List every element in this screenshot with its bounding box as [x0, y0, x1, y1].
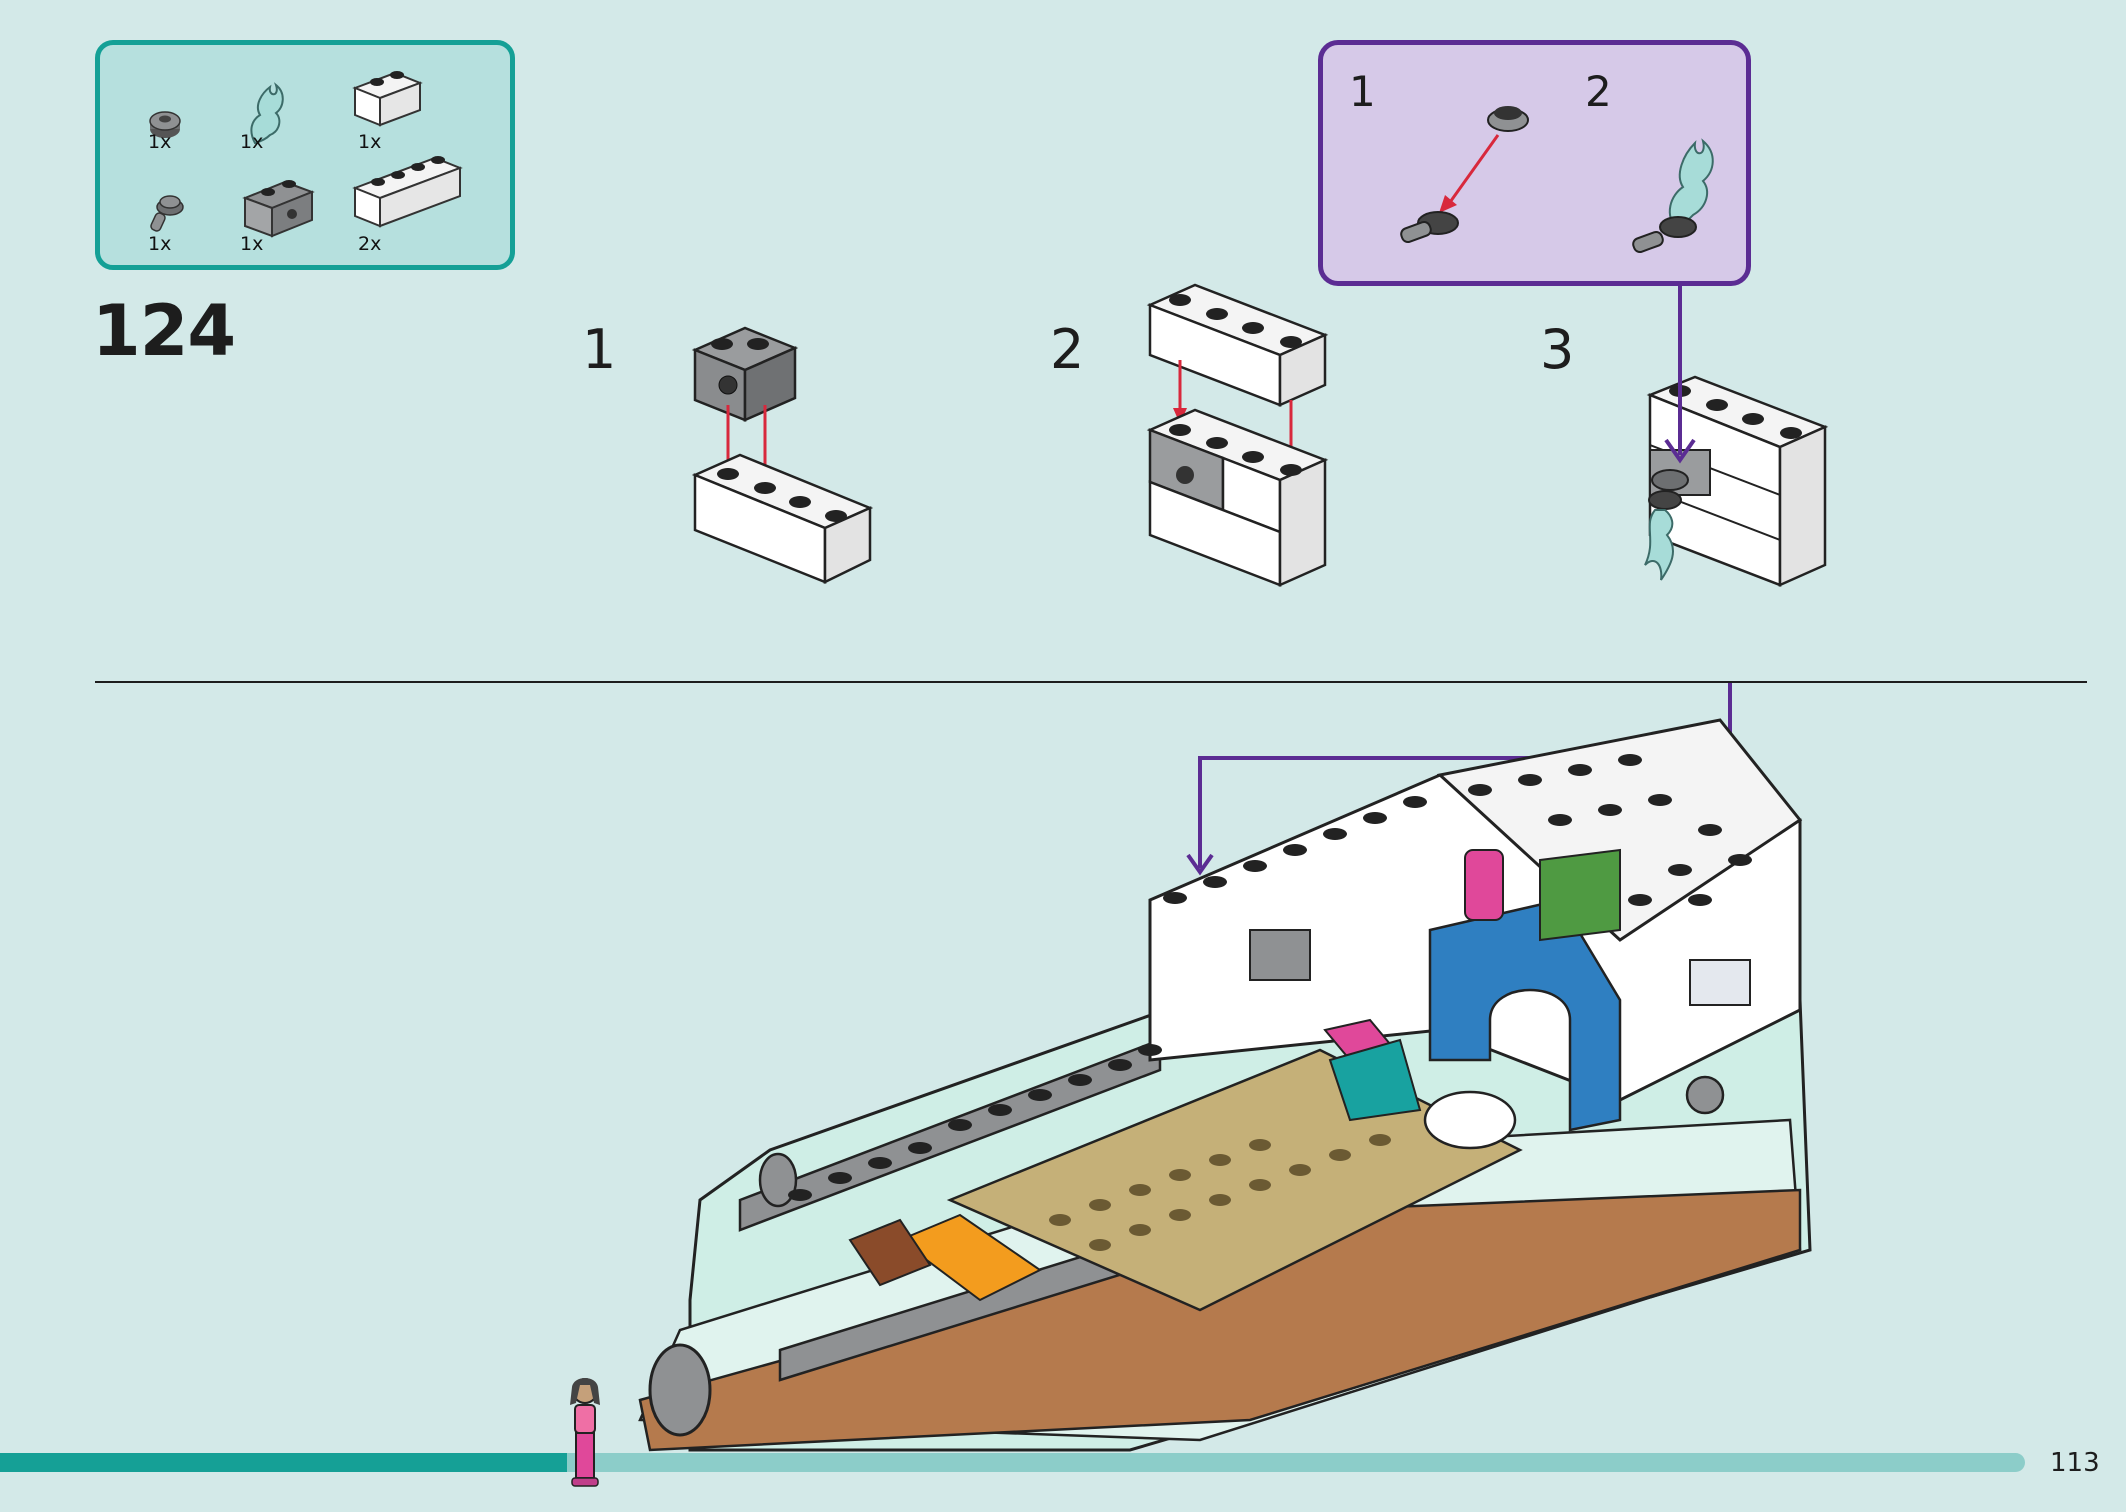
callout-step-number: 1 — [1349, 67, 1376, 116]
substep-2-illustration — [1146, 283, 1329, 587]
flame-icon — [250, 82, 284, 145]
substep-number: 1 — [582, 318, 617, 381]
round-plate-icon — [149, 111, 181, 138]
callout-step-number: 2 — [1585, 67, 1612, 116]
part-qty: 1x — [240, 131, 264, 153]
substep-1-illustration — [691, 326, 874, 585]
brick-1x2-icon — [352, 71, 423, 127]
step-number: 124 — [92, 290, 236, 372]
round-bar-icon — [150, 195, 184, 232]
callout-box: 1 2 — [1318, 40, 1751, 286]
callout-step-2-illustration — [1632, 138, 1714, 254]
parts-list: 1x 1x 1x 1x 1x 2x — [95, 40, 515, 270]
progress-fill — [0, 1453, 567, 1472]
substep-number: 2 — [1050, 318, 1085, 381]
page-number: 113 — [2050, 1448, 2100, 1478]
brick-1x4-icon — [352, 156, 463, 228]
callout-step-1-illustration — [1400, 106, 1529, 244]
part-qty: 2x — [358, 233, 382, 255]
part-qty: 1x — [148, 233, 172, 255]
minifigure-progress-icon — [570, 1378, 600, 1487]
part-qty: 1x — [148, 131, 172, 153]
part-qty: 1x — [358, 131, 382, 153]
brick-hole-icon — [242, 180, 315, 238]
part-qty: 1x — [240, 233, 264, 255]
substep-number: 3 — [1540, 318, 1575, 381]
step-divider — [95, 681, 2087, 683]
